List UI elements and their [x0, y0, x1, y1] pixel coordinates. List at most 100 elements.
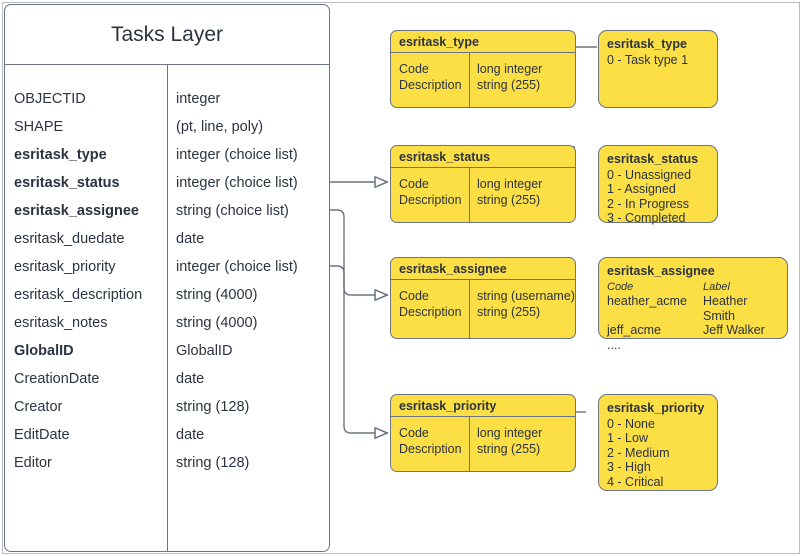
domain-key-code: Code	[399, 426, 429, 440]
domain-table-values: long integer string (255)	[477, 425, 542, 457]
domain-key-description: Description	[399, 305, 462, 319]
entity-field-row: esritask_assignee string (choice list)	[5, 197, 329, 225]
domain-key-description: Description	[399, 193, 462, 207]
code-list-row-code: jeff_acme	[607, 323, 661, 338]
domain-table-body: Code Description long integer string (25…	[391, 53, 575, 107]
code-list-subheader: Code Label	[607, 280, 779, 295]
entity-field-row: SHAPE (pt, line, poly)	[5, 113, 329, 141]
code-list-row-code: heather_acme	[607, 294, 687, 309]
entity-field-type: date	[176, 231, 205, 247]
entity-field-type: string (4000)	[176, 287, 258, 303]
domain-table-esritask-type[interactable]: esritask_type Code Description long inte…	[390, 30, 576, 108]
entity-field-type: integer (choice list)	[176, 175, 298, 191]
domain-value-code: string (username)	[477, 289, 575, 303]
code-list-title: esritask_priority	[607, 401, 705, 415]
code-list-item: 1 - Assigned	[607, 182, 676, 197]
entity-field-row: esritask_duedate date	[5, 225, 329, 253]
code-list-subheader-label: Label	[703, 280, 730, 293]
code-list-esritask-status[interactable]: esritask_status 0 - Unassigned 1 - Assig…	[598, 145, 718, 225]
entity-field-row: esritask_priority integer (choice list)	[5, 253, 329, 281]
domain-value-description: string (255)	[477, 442, 541, 456]
domain-value-code: long integer	[477, 177, 543, 191]
entity-field-type: string (128)	[176, 455, 250, 471]
entity-field-name: esritask_type	[14, 147, 107, 163]
code-list-esritask-type[interactable]: esritask_type 0 - Task type 1	[598, 30, 718, 108]
code-list-item: 2 - In Progress	[607, 196, 689, 211]
entity-field-type: date	[176, 371, 205, 387]
entity-field-name: EditDate	[14, 427, 70, 443]
entity-field-name: Editor	[14, 455, 52, 471]
domain-table-divider	[469, 168, 470, 222]
domain-table-title: esritask_priority	[391, 395, 575, 417]
domain-key-description: Description	[399, 78, 462, 92]
domain-table-body: Code Description string (username) strin…	[391, 280, 575, 338]
entity-field-type: GlobalID	[176, 343, 233, 359]
domain-value-code: long integer	[477, 426, 543, 440]
code-list-esritask-priority[interactable]: esritask_priority 0 - None 1 - Low 2 - M…	[598, 394, 718, 491]
code-list-item: 3 - High	[607, 460, 651, 475]
entity-field-row: OBJECTID integer	[5, 85, 329, 113]
domain-table-divider	[469, 280, 470, 338]
entity-field-type: integer (choice list)	[176, 147, 298, 163]
domain-value-description: string (255)	[477, 78, 541, 92]
code-list-row: heather_acme Heather Smith	[607, 294, 779, 323]
entity-title: Tasks Layer	[110, 22, 224, 46]
entity-field-row: esritask_description string (4000)	[5, 281, 329, 309]
domain-table-esritask-status[interactable]: esritask_status Code Description long in…	[390, 145, 576, 223]
code-list-title: esritask_assignee	[607, 264, 715, 278]
entity-field-row: EditDate date	[5, 421, 329, 449]
domain-table-values: long integer string (255)	[477, 61, 542, 93]
domain-table-title: esritask_status	[391, 146, 575, 168]
entity-field-name: esritask_notes	[14, 315, 108, 331]
entity-field-type: integer (choice list)	[176, 259, 298, 275]
entity-field-name: esritask_assignee	[14, 203, 139, 219]
entity-field-type: (pt, line, poly)	[176, 119, 264, 135]
domain-table-title: esritask_type	[391, 31, 575, 53]
entity-field-name: esritask_description	[14, 287, 143, 303]
domain-value-description: string (255)	[477, 193, 541, 207]
entity-field-row: esritask_type integer (choice list)	[5, 141, 329, 169]
domain-table-keys: Code Description	[399, 61, 462, 93]
entity-field-row: GlobalID GlobalID	[5, 337, 329, 365]
domain-table-keys: Code Description	[399, 176, 462, 208]
code-list-title: esritask_type	[607, 37, 687, 51]
code-list-item: 4 - Critical	[607, 474, 664, 489]
entity-field-row: Editor string (128)	[5, 449, 329, 477]
entity-field-type: integer	[176, 91, 221, 107]
code-list-ellipsis: ....	[607, 337, 621, 352]
domain-table-keys: Code Description	[399, 425, 462, 457]
code-list-row-label: Jeff Walker	[703, 323, 765, 338]
domain-table-keys: Code Description	[399, 288, 462, 320]
entity-field-row: esritask_status integer (choice list)	[5, 169, 329, 197]
code-list-esritask-assignee[interactable]: esritask_assignee Code Label heather_acm…	[598, 257, 788, 352]
code-list-subheader-code: Code	[607, 280, 634, 293]
code-list-item: 1 - Low	[607, 431, 648, 446]
entity-field-type: string (choice list)	[176, 203, 289, 219]
entity-field-name: esritask_duedate	[14, 231, 125, 247]
entity-field-name: esritask_status	[14, 175, 120, 191]
code-list-item: 0 - None	[607, 416, 655, 431]
entity-field-name: SHAPE	[14, 119, 64, 135]
entity-field-name: OBJECTID	[14, 91, 86, 107]
entity-field-name: esritask_priority	[14, 259, 116, 275]
domain-table-esritask-priority[interactable]: esritask_priority Code Description long …	[390, 394, 576, 472]
domain-table-title: esritask_assignee	[391, 258, 575, 280]
domain-table-body: Code Description long integer string (25…	[391, 168, 575, 222]
entity-column-divider	[167, 64, 168, 551]
domain-table-values: long integer string (255)	[477, 176, 542, 208]
domain-table-body: Code Description long integer string (25…	[391, 417, 575, 471]
code-list-item: 0 - Task type 1	[607, 52, 689, 67]
domain-table-values: string (username) string (255)	[477, 288, 575, 320]
domain-table-esritask-assignee[interactable]: esritask_assignee Code Description strin…	[390, 257, 576, 339]
domain-table-divider	[469, 53, 470, 107]
code-list-row-label: Heather Smith	[703, 294, 748, 323]
domain-table-divider	[469, 417, 470, 471]
entity-field-type: date	[176, 427, 205, 443]
entity-field-name: GlobalID	[14, 343, 74, 359]
